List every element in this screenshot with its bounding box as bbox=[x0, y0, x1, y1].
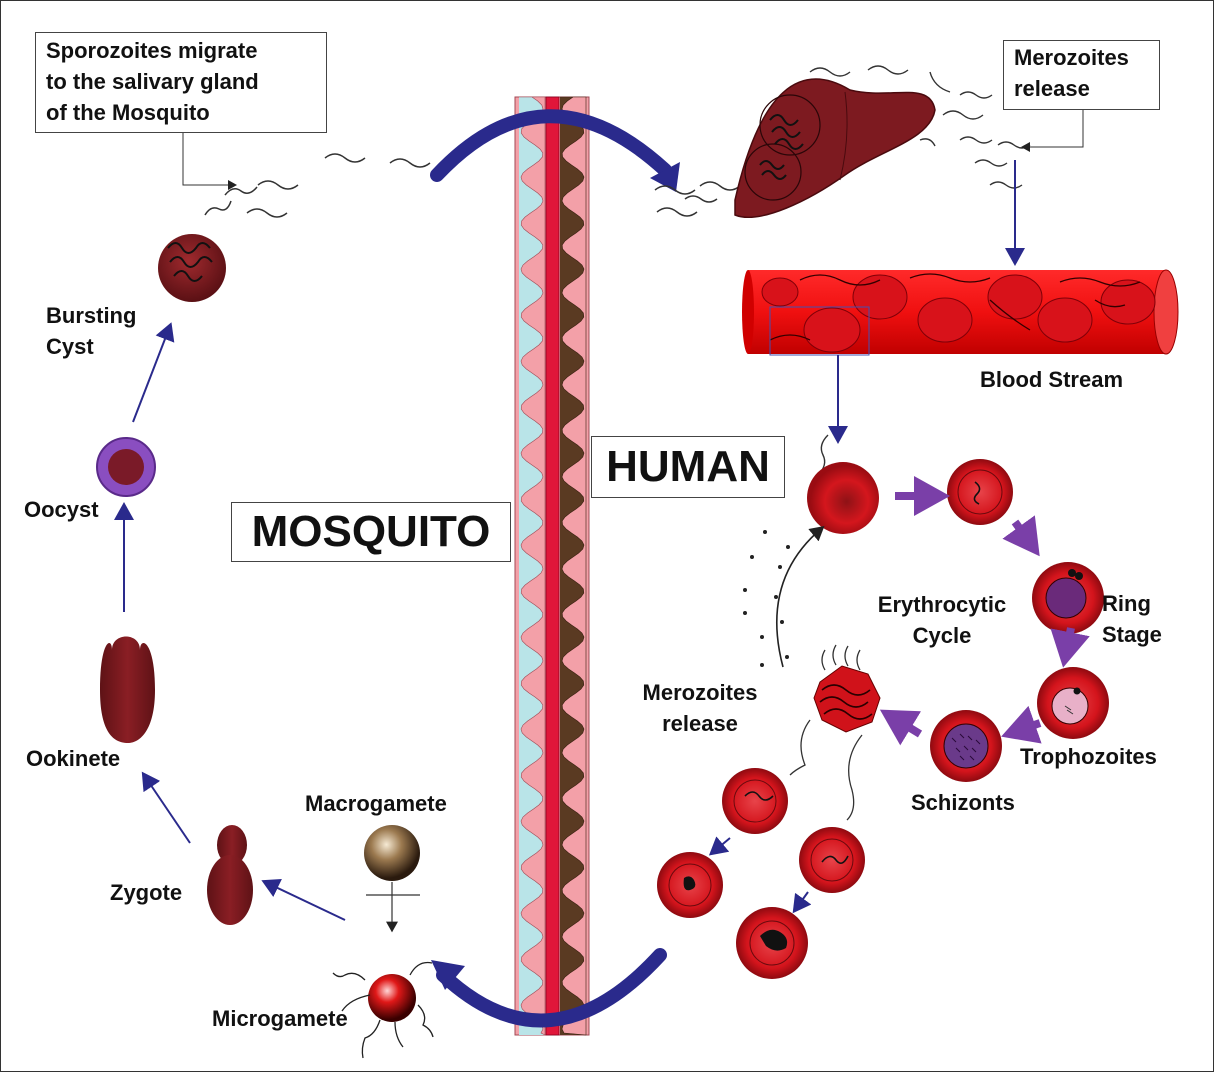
human-host-label: HUMAN bbox=[591, 436, 785, 498]
schizonts-label: Schizonts bbox=[911, 787, 1015, 818]
microgamete-graphic bbox=[333, 963, 433, 1059]
rbc-early bbox=[947, 459, 1013, 525]
arrow-zygote-to-ookinete bbox=[144, 775, 190, 843]
merozoites-release-label-line1: Merozoites bbox=[630, 677, 770, 708]
ring-stage-label-line2: Stage bbox=[1102, 619, 1162, 650]
ring-stage-label-line1: Ring bbox=[1102, 588, 1162, 619]
merozoites-liver-callout: Merozoites release bbox=[1003, 40, 1160, 110]
arrow-oocyst-to-cyst bbox=[133, 326, 170, 422]
merozoites-release-label-line2: release bbox=[630, 708, 770, 739]
merozoites-liver-callout-line1: Merozoites bbox=[1014, 42, 1149, 73]
blood-stream-label: Blood Stream bbox=[980, 364, 1123, 395]
sporozoites-callout-pointer bbox=[183, 133, 235, 185]
ring-stage-label: Ring Stage bbox=[1102, 588, 1162, 650]
oocyst-label: Oocyst bbox=[24, 494, 99, 525]
erythrocytic-cycle-label-line2: Cycle bbox=[860, 620, 1024, 651]
zygote-graphic bbox=[207, 825, 253, 925]
ookinete-label: Ookinete bbox=[26, 743, 120, 774]
oocyst-graphic bbox=[97, 438, 155, 496]
liver bbox=[735, 79, 935, 217]
erythrocytic-cycle-label-line1: Erythrocytic bbox=[860, 589, 1024, 620]
trophozoites-label: Trophozoites bbox=[1020, 741, 1157, 772]
arrow-gametes-to-zygote bbox=[265, 882, 345, 920]
bursting-cyst-label-line2: Cyst bbox=[46, 331, 136, 362]
bursting-cyst-graphic bbox=[158, 234, 226, 302]
bursting-cyst-label: Bursting Cyst bbox=[46, 300, 136, 362]
sporozoites-callout-line2: to the salivary gland bbox=[46, 66, 316, 97]
bursting-cyst-label-line1: Bursting bbox=[46, 300, 136, 331]
macrogamete-graphic bbox=[364, 825, 420, 930]
sporozoites-callout-line1: Sporozoites migrate bbox=[46, 35, 316, 66]
ookinete-graphic bbox=[100, 637, 155, 744]
zygote-label: Zygote bbox=[110, 877, 182, 908]
host-membrane bbox=[515, 97, 589, 1035]
merozoites-release-label: Merozoites release bbox=[630, 677, 770, 739]
bursting-schizont bbox=[814, 645, 880, 732]
merozoites-callout-pointer bbox=[1023, 110, 1083, 147]
blood-vessel bbox=[742, 270, 1178, 355]
merozoites-liver-callout-line2: release bbox=[1014, 73, 1149, 104]
macrogamete-label: Macrogamete bbox=[305, 788, 447, 819]
mosquito-host-label: MOSQUITO bbox=[231, 502, 511, 562]
sporozoites-callout: Sporozoites migrate to the salivary glan… bbox=[35, 32, 327, 133]
erythrocytic-cycle-label: Erythrocytic Cycle bbox=[860, 589, 1024, 651]
sporozoites-callout-line3: of the Mosquito bbox=[46, 97, 316, 128]
microgamete-label: Microgamete bbox=[212, 1003, 348, 1034]
rbc-entry bbox=[807, 462, 879, 534]
